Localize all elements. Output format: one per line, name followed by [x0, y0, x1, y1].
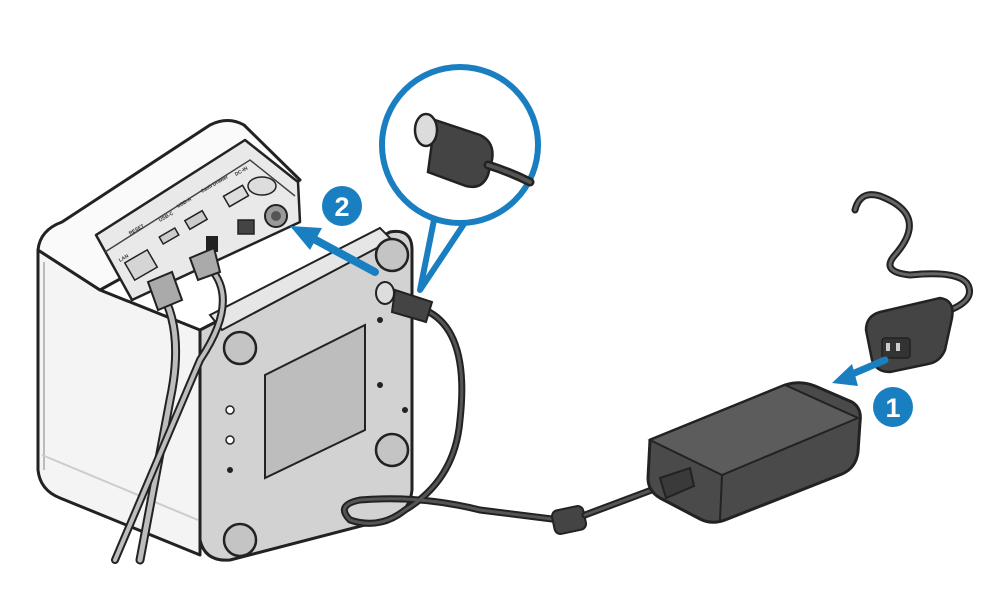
step-number-2: 2 [334, 192, 349, 222]
step-badge-2: 2 [322, 186, 362, 226]
port-cash-drawer [222, 184, 255, 235]
port-lan [123, 248, 159, 282]
usb-cable [111, 246, 227, 564]
step-badge-1: 1 [873, 387, 913, 427]
ac-power-cord-icon [851, 191, 973, 374]
power-adapter-icon [646, 381, 862, 524]
port-label-lan: LAN [118, 253, 130, 264]
arrow-icon [832, 356, 889, 386]
port-dc-in [247, 176, 288, 228]
step-number-1: 1 [885, 393, 900, 423]
port-usb-c [158, 227, 180, 245]
dc-plug-icon [375, 281, 434, 324]
printer-image: LAN RESET USB-C USB-A Cash Drawer DC-IN [36, 119, 414, 562]
zoom-callout-icon [379, 64, 541, 293]
arrow-icon [290, 226, 379, 276]
lan-cable [135, 270, 184, 565]
